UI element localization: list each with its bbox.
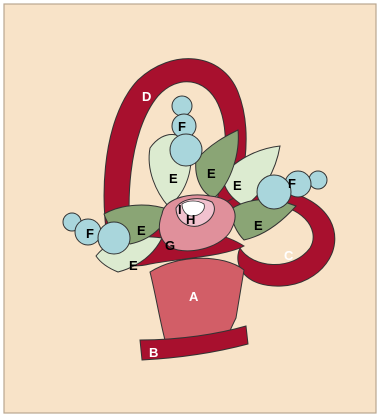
flower-top-bloom [170, 134, 202, 166]
label-b: B [149, 345, 158, 360]
flower-left-bloom [98, 222, 130, 254]
label-e-3: E [233, 178, 242, 193]
label-c: C [284, 248, 294, 263]
label-h: H [186, 212, 195, 227]
flower-right-bloom [257, 175, 291, 209]
label-a: A [189, 289, 199, 304]
label-d: D [142, 89, 151, 104]
label-e-1: E [169, 171, 178, 186]
label-f-right: F [288, 176, 296, 191]
flower-right-bud-1 [309, 171, 327, 189]
label-f-left: F [86, 226, 94, 241]
label-e-2: E [207, 166, 216, 181]
flower-top-bud-1 [172, 96, 192, 116]
label-e-4: E [254, 218, 263, 233]
label-i: I [178, 202, 182, 217]
label-e-5: E [137, 223, 146, 238]
label-g: G [165, 238, 175, 253]
label-f-top: F [178, 119, 186, 134]
label-e-6: E [129, 258, 138, 273]
